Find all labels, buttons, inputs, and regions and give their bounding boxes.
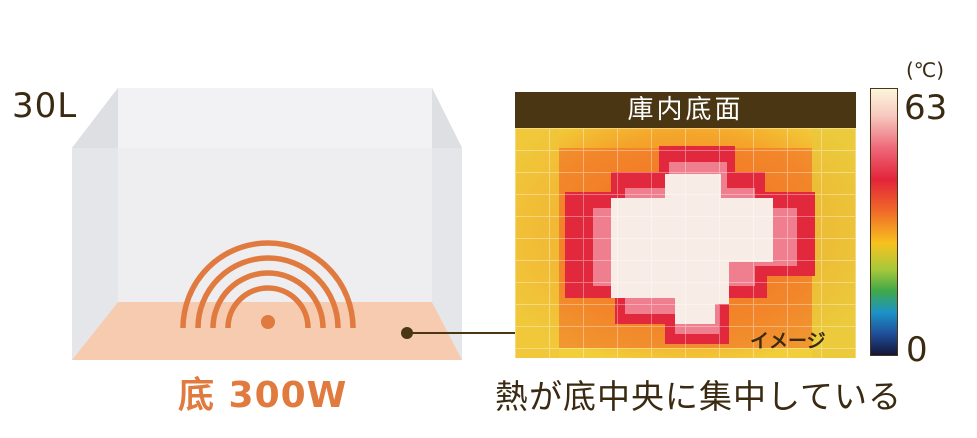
- oven-floor-heat: [72, 302, 462, 360]
- heat-wave-icon: [180, 240, 356, 329]
- image-note: イメージ: [750, 330, 826, 352]
- temperature-color-scale: [870, 88, 898, 356]
- connector-dot: [401, 327, 413, 339]
- thermal-image: [515, 128, 856, 358]
- capacity-label: 30L: [12, 86, 78, 126]
- scale-max-label: 63: [904, 88, 948, 128]
- heater-label: 底 300W: [178, 375, 348, 416]
- heat-source-dot: [261, 315, 275, 329]
- scale-unit-label: (℃): [906, 58, 945, 82]
- thermal-header: 庫内底面: [515, 92, 856, 128]
- scale-min-label: 0: [906, 330, 928, 370]
- caption: 熱が底中央に集中している: [495, 377, 903, 416]
